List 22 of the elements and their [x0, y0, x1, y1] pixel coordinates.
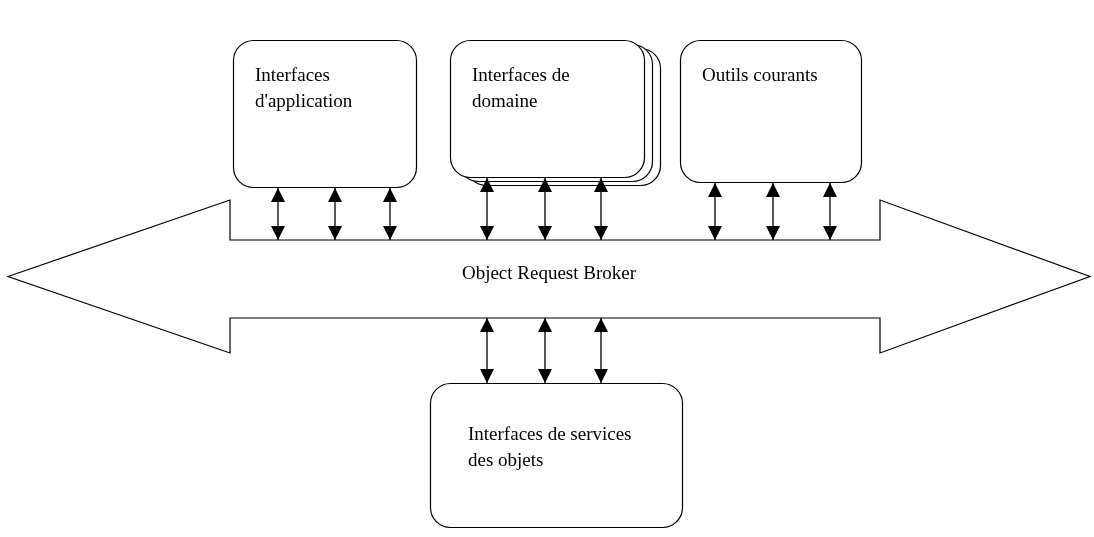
double-arrow [538, 317, 552, 384]
box-label: Interfaces de services des objets [468, 422, 633, 472]
double-arrow [538, 177, 552, 241]
double-arrow [823, 182, 837, 241]
rounded-box [430, 383, 683, 528]
box-label: Outils courants [702, 63, 819, 87]
double-arrow [480, 317, 494, 384]
double-arrow [708, 182, 722, 241]
double-arrow [594, 317, 608, 384]
box-label: Interfaces de domaine [472, 63, 571, 113]
rounded-box [233, 40, 417, 188]
double-arrow [480, 177, 494, 241]
double-arrow [383, 187, 397, 241]
bus-label: Object Request Broker [460, 261, 638, 285]
double-arrow [328, 187, 342, 241]
stacked-box [450, 40, 662, 186]
double-arrow [271, 187, 285, 241]
double-arrow [766, 182, 780, 241]
box-label: Interfaces d'application [255, 63, 354, 113]
double-arrow-shape [8, 200, 1090, 353]
rounded-box [680, 40, 862, 183]
double-arrow [594, 177, 608, 241]
